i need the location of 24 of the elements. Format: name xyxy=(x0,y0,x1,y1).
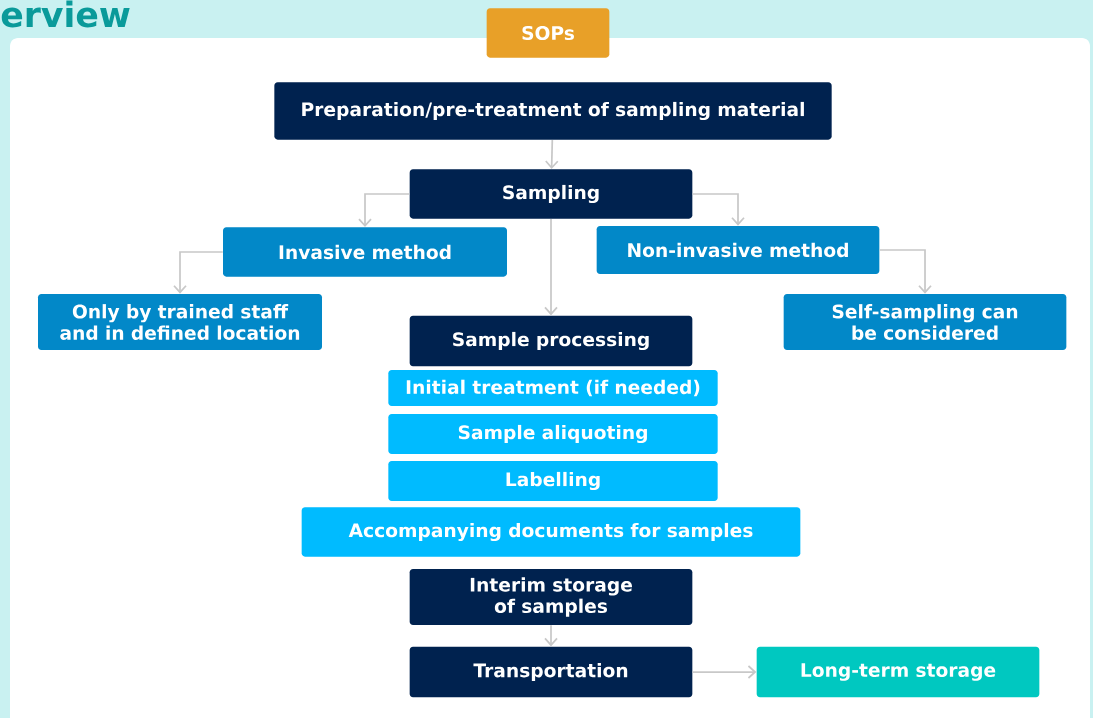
arrow xyxy=(544,139,559,170)
process-box: Only by trained staff and in defined location xyxy=(38,294,322,350)
step-box: Initial treatment (if needed) xyxy=(388,370,718,406)
arrow xyxy=(691,193,745,226)
step-box: Sample aliquoting xyxy=(388,414,718,454)
title: erview xyxy=(1,0,130,28)
arrow xyxy=(544,218,558,316)
arrow xyxy=(173,251,224,294)
arrow xyxy=(358,193,411,228)
step-box: Labelling xyxy=(388,461,718,501)
process-box: Sampling xyxy=(409,169,693,219)
arrow xyxy=(878,249,932,294)
process-box: Preparation/pre-treatment of sampling material xyxy=(274,82,832,140)
step-box: Accompanying documents for samples xyxy=(301,507,801,557)
process-box: Long-term storage xyxy=(756,646,1040,698)
process-box: Transportation xyxy=(409,646,693,698)
process-box: Interim storage of samples xyxy=(409,569,693,625)
process-box: Non-invasive method xyxy=(596,226,880,274)
process-box: Self-sampling can be considered xyxy=(783,294,1067,350)
process-box: Sample processing xyxy=(409,315,693,367)
process-box: Invasive method xyxy=(223,227,507,277)
arrow xyxy=(691,665,757,679)
arrow xyxy=(544,624,558,647)
label-box: SOPs xyxy=(486,8,610,58)
